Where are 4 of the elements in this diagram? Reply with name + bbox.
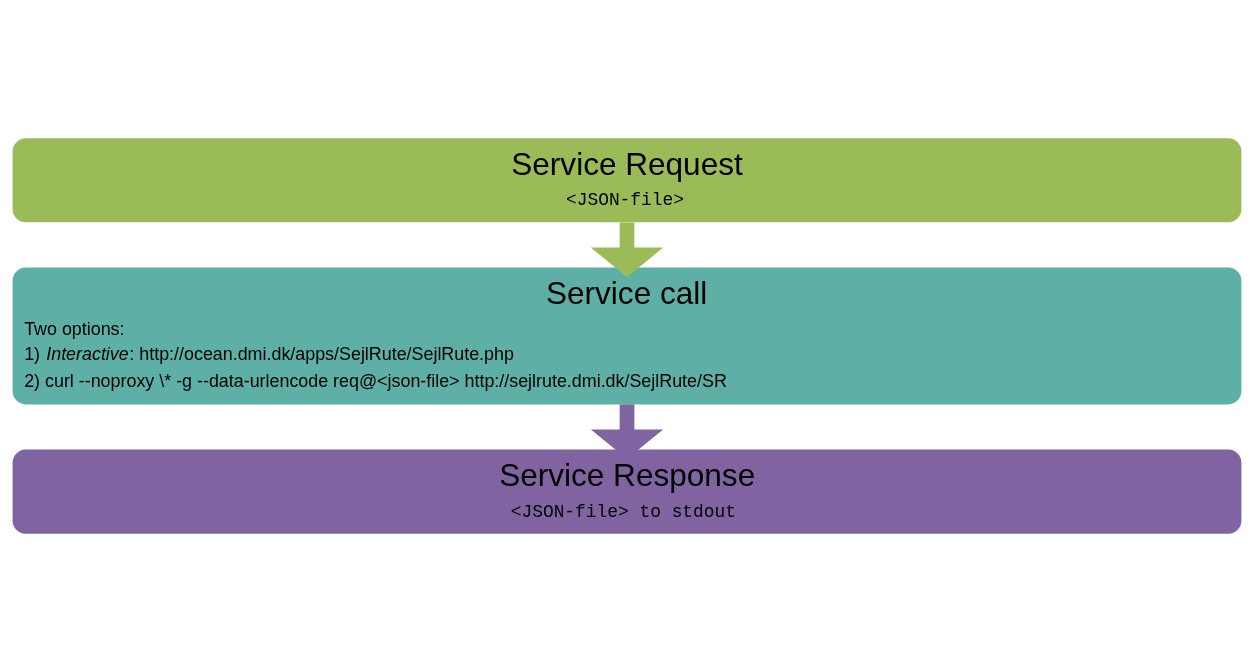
arrow (590, 222, 664, 278)
node-box: Service call Two options: 1) Interactive: http://ocean.dmi.dk/apps/SejlRute/SejlRute.php 2) curl --noproxy \* -g --data-urlencode req@<json-file> http://sejlrute.dmi.dk/SejlRute/SR (12, 267, 1242, 405)
node-box: Service Response <JSON-file> to stdout (12, 449, 1242, 534)
node-box: Service Request <JSON-file> (12, 138, 1242, 223)
